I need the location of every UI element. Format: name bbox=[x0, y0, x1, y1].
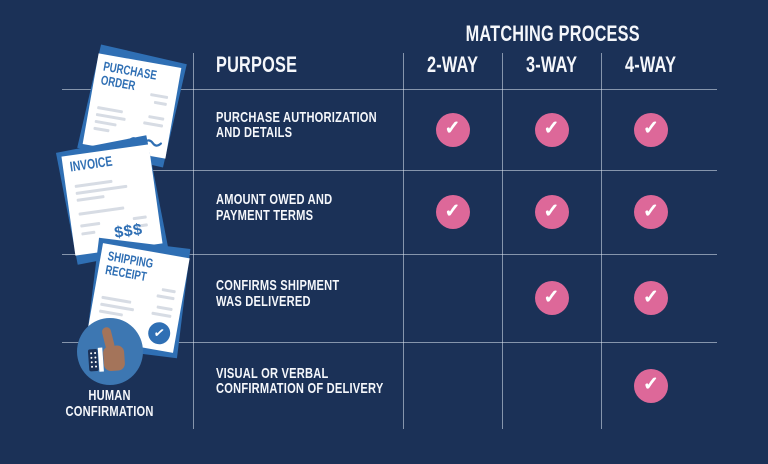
grid-vline-4way bbox=[601, 53, 602, 429]
column-header-3way: 3-WAY bbox=[525, 52, 578, 77]
check-icon: ✓ bbox=[435, 195, 470, 229]
check-icon: ✓ bbox=[534, 195, 569, 229]
check-cell-row2-3way: ✓ bbox=[502, 170, 601, 254]
check-cell-row2-4way: ✓ bbox=[601, 170, 701, 254]
check-cell-row1-2way: ✓ bbox=[403, 89, 502, 170]
check-cell-row2-2way: ✓ bbox=[403, 170, 502, 254]
grid-hline-3 bbox=[62, 254, 717, 255]
check-cell-row3-4way: ✓ bbox=[601, 254, 701, 342]
check-cell-row1-4way: ✓ bbox=[601, 89, 701, 170]
purpose-header: PURPOSE bbox=[216, 52, 298, 77]
check-cell-row3-3way: ✓ bbox=[502, 254, 601, 342]
check-icon: ✓ bbox=[634, 195, 668, 229]
grid-hline-4 bbox=[62, 342, 717, 343]
page-title: MATCHING PROCESS bbox=[465, 21, 641, 46]
grid-hline-2 bbox=[62, 170, 717, 171]
check-icon: ✓ bbox=[534, 281, 569, 315]
column-header-2way: 2-WAY bbox=[426, 52, 479, 77]
check-icon: ✓ bbox=[634, 112, 668, 147]
column-header-4way: 4-WAY bbox=[625, 52, 677, 77]
grid-hline-1 bbox=[62, 89, 717, 90]
check-cell-row4-4way: ✓ bbox=[601, 342, 701, 429]
grid-vline-purpose bbox=[193, 53, 194, 429]
delivered-check-icon: ✓ bbox=[146, 320, 172, 346]
check-icon: ✓ bbox=[534, 112, 569, 147]
grid-vline-3way bbox=[502, 53, 503, 429]
grid-vline-2way bbox=[403, 53, 404, 429]
check-icon: ✓ bbox=[634, 368, 668, 403]
thumbs-up-icon bbox=[77, 318, 143, 385]
check-icon: ✓ bbox=[634, 281, 668, 315]
check-icon: ✓ bbox=[435, 112, 470, 147]
check-cell-row1-3way: ✓ bbox=[502, 89, 601, 170]
